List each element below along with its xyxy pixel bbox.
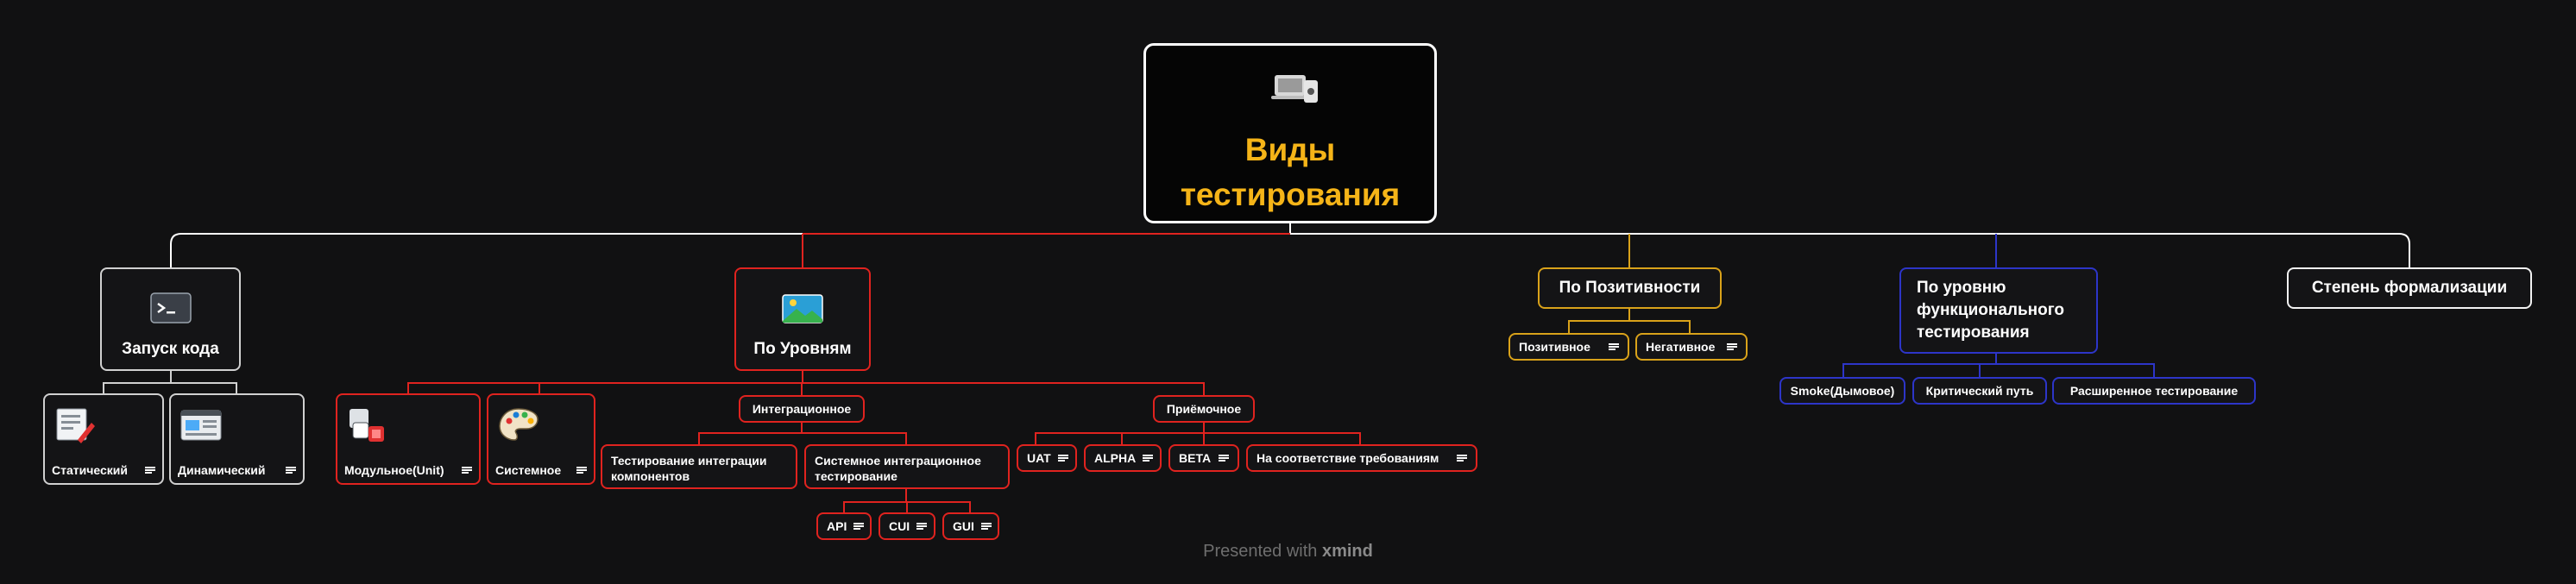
subtopic-alpha-label: ALPHA	[1094, 451, 1137, 465]
notes-icon	[286, 466, 296, 474]
topic-formalization[interactable]: Степень формализации	[2287, 267, 2532, 309]
modules-icon	[350, 409, 384, 442]
subtopic-components-integration-label: Тестирование интеграции компонентов	[611, 454, 767, 483]
notes-icon	[1457, 454, 1467, 462]
topic-functional-label: По уровню функционального тестирования	[1917, 279, 2065, 342]
notes-icon	[916, 522, 928, 531]
subtopic-static-label: Статический	[52, 463, 128, 477]
subtopic-api-label: API	[827, 519, 847, 533]
topic-launch[interactable]: Запуск кода	[100, 267, 241, 371]
dashboard-window-icon	[180, 410, 222, 441]
presented-with-footer: Presented with xmind	[0, 542, 2576, 562]
subtopic-beta-label: BETA	[1179, 451, 1212, 465]
notes-icon	[1143, 454, 1154, 462]
subtopic-uat-label: UAT	[1027, 451, 1051, 465]
topic-levels-label: По Уровням	[753, 340, 852, 358]
notes-icon	[462, 466, 472, 474]
footer-brand[interactable]: xmind	[1321, 542, 1373, 561]
subtopic-uat[interactable]: UAT	[1017, 444, 1077, 472]
subtopic-smoke[interactable]: Smoke(Дымовое)	[1779, 377, 1905, 405]
subtopic-positive[interactable]: Позитивное	[1508, 333, 1629, 361]
topic-functional[interactable]: По уровню функционального тестирования	[1899, 267, 2098, 354]
subtopic-positive-label: Позитивное	[1519, 340, 1590, 354]
topic-launch-label: Запуск кода	[122, 340, 219, 358]
notes-icon	[853, 522, 865, 531]
subtopic-system-label: Системное	[495, 463, 562, 477]
notes-icon	[1609, 342, 1619, 351]
footer-prefix: Presented with	[1203, 542, 1318, 561]
notes-icon	[576, 466, 587, 474]
subtopic-critical-path-label: Критический путь	[1925, 384, 2034, 398]
subtopic-requirements[interactable]: На соответствие требованиям	[1246, 444, 1477, 472]
subtopic-negative[interactable]: Негативное	[1635, 333, 1748, 361]
subtopic-api[interactable]: API	[816, 512, 872, 540]
subtopic-acceptance[interactable]: Приёмочное	[1153, 395, 1255, 423]
subtopic-unit[interactable]: Модульное(Unit)	[336, 393, 481, 485]
subtopic-beta[interactable]: BETA	[1168, 444, 1239, 472]
subtopic-components-integration[interactable]: Тестирование интеграции компонентов	[601, 444, 797, 489]
subtopic-cui-label: CUI	[889, 519, 910, 533]
subtopic-extended[interactable]: Расширенное тестирование	[2052, 377, 2256, 405]
subtopic-dynamic-label: Динамический	[178, 463, 266, 477]
subtopic-alpha[interactable]: ALPHA	[1084, 444, 1162, 472]
subtopic-negative-label: Негативное	[1646, 340, 1716, 354]
topic-positivity-label: По Позитивности	[1559, 279, 1701, 297]
subtopic-system-integration[interactable]: Системное интеграционное тестирование	[804, 444, 1010, 489]
topic-positivity[interactable]: По Позитивности	[1538, 267, 1722, 309]
palette-icon	[499, 408, 539, 441]
notes-icon	[1727, 342, 1737, 351]
subtopic-static[interactable]: Статический	[43, 393, 164, 485]
subtopic-system[interactable]: Системное	[487, 393, 595, 485]
notes-icon	[145, 466, 155, 474]
subtopic-cui[interactable]: CUI	[879, 512, 935, 540]
subtopic-system-integration-label: Системное интеграционное тестирование	[815, 454, 981, 483]
subtopic-critical-path[interactable]: Критический путь	[1912, 377, 2047, 405]
terminal-icon	[149, 292, 192, 323]
notes-icon	[980, 522, 992, 531]
topic-levels[interactable]: По Уровням	[734, 267, 871, 371]
subtopic-dynamic[interactable]: Динамический	[169, 393, 305, 485]
devices-icon	[1271, 75, 1318, 103]
subtopic-gui-label: GUI	[953, 519, 974, 533]
subtopic-gui[interactable]: GUI	[942, 512, 999, 540]
subtopic-requirements-label: На соответствие требованиям	[1257, 451, 1439, 465]
subtopic-acceptance-label: Приёмочное	[1166, 402, 1242, 416]
topic-formalization-label: Степень формализации	[2311, 279, 2508, 297]
subtopic-integration-label: Интеграционное	[752, 402, 852, 416]
root-topic[interactable]: Виды тестирования	[1143, 43, 1437, 223]
document-edit-icon	[56, 408, 95, 443]
root-title: Виды тестирования	[1180, 132, 1401, 212]
notes-icon	[1219, 454, 1229, 462]
subtopic-extended-label: Расширенное тестирование	[2069, 384, 2239, 398]
subtopic-integration[interactable]: Интеграционное	[739, 395, 865, 423]
subtopic-smoke-label: Smoke(Дымовое)	[1790, 384, 1895, 398]
notes-icon	[1057, 454, 1068, 462]
landscape-image-icon	[782, 294, 823, 323]
subtopic-unit-label: Модульное(Unit)	[344, 463, 444, 477]
